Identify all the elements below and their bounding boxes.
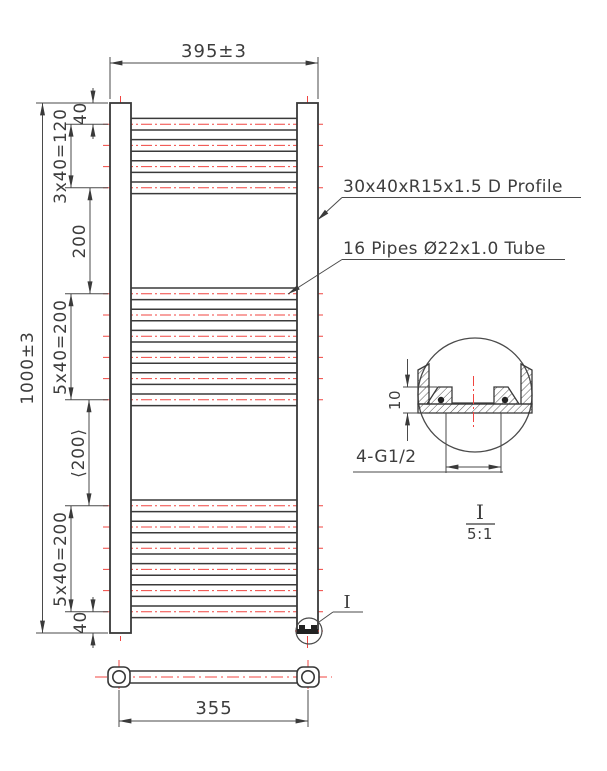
callout-pipes: 16 Pipes Ø22x1.0 Tube <box>287 239 565 295</box>
bottom-left-cap <box>107 666 131 688</box>
seg-group1-text: 3x40=120 <box>51 108 71 204</box>
front-view <box>103 96 325 649</box>
detail-thread-dim: 4-G1/2 <box>353 447 503 473</box>
callout-profile: 30x40xR15x1.5 D Profile <box>317 177 581 221</box>
mini-fitting <box>297 625 318 634</box>
weld-dot-right <box>501 396 509 404</box>
height-dim-text: 1000±3 <box>18 331 38 404</box>
bottom-right-port <box>300 669 315 684</box>
bottom-view: 355 <box>95 660 332 727</box>
detail-view: 10 4-G1/2 I 5:1 <box>353 337 533 543</box>
seg-gap1-text: 200 <box>70 224 90 259</box>
seg-gap2-text: ⟨200⟩ <box>69 428 89 478</box>
pipes-label: 16 Pipes Ø22x1.0 Tube <box>343 239 546 259</box>
profile-label: 30x40xR15x1.5 D Profile <box>343 177 563 197</box>
dim-width: 395±3 <box>109 41 319 99</box>
section-bottom-wall <box>417 403 533 414</box>
seg-top-40-text: 40 <box>71 102 91 125</box>
thread-label-text: 4-G1/2 <box>356 447 417 467</box>
seg-group2-text: 5x40=200 <box>51 299 71 395</box>
detail-height-dim-text: 10 <box>386 390 404 410</box>
pipe-array <box>131 117 297 619</box>
seg-bottom-40-text: 40 <box>71 611 91 634</box>
section-left-wall <box>417 362 430 405</box>
detail-marker-letter: I <box>343 592 350 613</box>
right-rail <box>296 102 319 634</box>
view-id-text: I <box>476 500 484 524</box>
width-dim-text: 395±3 <box>181 41 247 62</box>
bottom-left-port <box>112 669 127 684</box>
section-right-wall <box>520 362 533 405</box>
weld-dot-left <box>437 396 445 404</box>
dim-height-chain: 1000±3 40 3x40=120 200 5x40=200 ⟨200⟩ 5x… <box>18 88 108 648</box>
section-boss <box>425 386 521 405</box>
seg-group3-text: 5x40=200 <box>51 511 71 607</box>
left-rail <box>109 102 132 634</box>
detail-view-title: I 5:1 <box>466 500 495 543</box>
detail-dim-10: 10 <box>386 359 437 441</box>
detail-source-marker: I <box>295 592 363 645</box>
centers-dim-text: 355 <box>195 698 232 719</box>
dim-port-centers: 355 <box>118 690 309 727</box>
pipe-centerlines <box>103 123 325 613</box>
view-scale-text: 5:1 <box>467 525 493 543</box>
bottom-right-cap <box>296 666 320 688</box>
